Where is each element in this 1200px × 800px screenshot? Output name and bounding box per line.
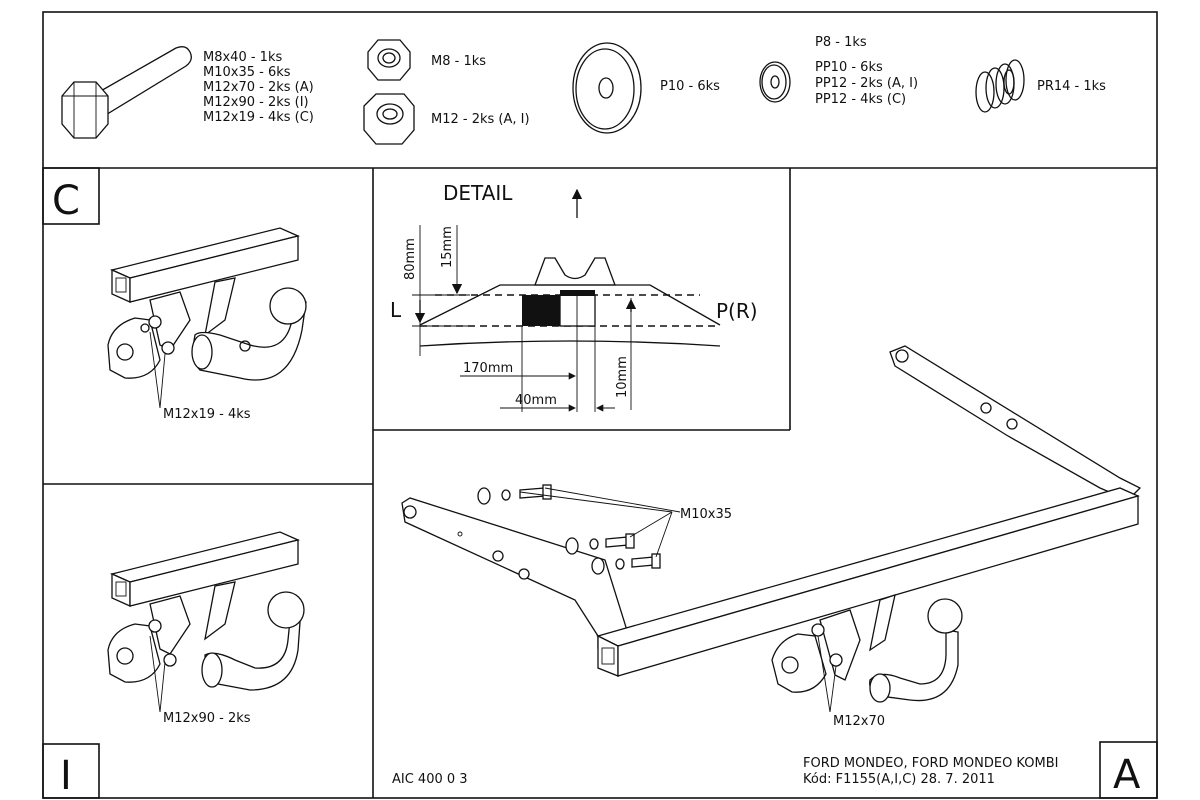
frame — [42, 11, 1158, 799]
washer-item: P8 - 1ks — [815, 35, 867, 50]
washer-p10-label: P10 - 6ks — [660, 79, 720, 94]
bolt-item: M8x40 - 1ks — [203, 50, 282, 65]
bolt-list: M8x40 - 1ks M10x35 - 6ks M12x70 - 2ks (A… — [203, 50, 314, 125]
main-assembly: M10x35 M12x70 — [401, 345, 1142, 729]
dim-170: 170mm — [463, 361, 513, 376]
towbar-i-illustration — [107, 531, 305, 691]
bolt-item: M12x90 - 2ks (I) — [203, 95, 309, 110]
nut-m12-icon — [363, 93, 415, 145]
panel-i-bolt-label: M12x90 - 2ks — [163, 711, 251, 726]
dim-80: 80mm — [403, 238, 418, 280]
panel-c-letter: C — [52, 178, 80, 224]
parts-list: M8x40 - 1ks M10x35 - 6ks M12x70 - 2ks (A… — [61, 35, 1106, 145]
kod-date: Kód: F1155(A,I,C) 28. 7. 2011 — [803, 772, 995, 787]
nut-m12-label: M12 - 2ks (A, I) — [431, 112, 530, 127]
washer-item: PP12 - 4ks (C) — [815, 92, 906, 107]
panel-c-bolt-label: M12x19 - 4ks — [163, 407, 251, 422]
dim-10: 10mm — [615, 356, 630, 398]
bolt-item: M12x70 - 2ks (A) — [203, 80, 314, 95]
towbar-c-illustration — [107, 227, 307, 381]
washer-small-icon — [759, 61, 791, 103]
main-m10-label: M10x35 — [680, 507, 732, 522]
nut-m8-label: M8 - 1ks — [431, 54, 486, 69]
bolt-item: M10x35 - 6ks — [203, 65, 291, 80]
bolt-item: M12x19 - 4ks (C) — [203, 110, 314, 125]
panel-i: I M12x90 - 2ks — [42, 531, 305, 799]
main-m12-label: M12x70 — [833, 714, 885, 729]
washer-p10-icon — [572, 42, 642, 134]
dim-40: 40mm — [515, 393, 557, 408]
panel-i-letter: I — [60, 753, 72, 799]
title-block: AIC 400 0 3 FORD MONDEO, FORD MONDEO KOM… — [392, 741, 1158, 799]
bolt-icon — [61, 46, 192, 139]
panel-c: C M12x19 - 4ks — [42, 167, 307, 422]
spring-label: PR14 - 1ks — [1037, 79, 1106, 94]
dim-15: 15mm — [440, 226, 455, 268]
washer-item: PP10 - 6ks — [815, 60, 883, 75]
panel-a-letter: A — [1113, 752, 1141, 798]
vehicle-name: FORD MONDEO, FORD MONDEO KOMBI — [803, 756, 1058, 771]
m10-leaders — [519, 487, 681, 558]
nut-m8-icon — [367, 39, 411, 81]
dim-pr: P(R) — [716, 299, 758, 323]
washer-list: P8 - 1ks PP10 - 6ks PP12 - 2ks (A, I) PP… — [815, 35, 918, 107]
spring-icon — [975, 59, 1025, 113]
loose-bolts — [477, 484, 661, 575]
dim-l: L — [390, 298, 402, 322]
washer-item: PP12 - 2ks (A, I) — [815, 76, 918, 91]
detail-title: DETAIL — [443, 181, 513, 205]
drawing-code: AIC 400 0 3 — [392, 772, 468, 787]
detail-panel: DETAIL 80mm 15mm L P(R) 10mm 170mm 40mm — [390, 181, 758, 412]
